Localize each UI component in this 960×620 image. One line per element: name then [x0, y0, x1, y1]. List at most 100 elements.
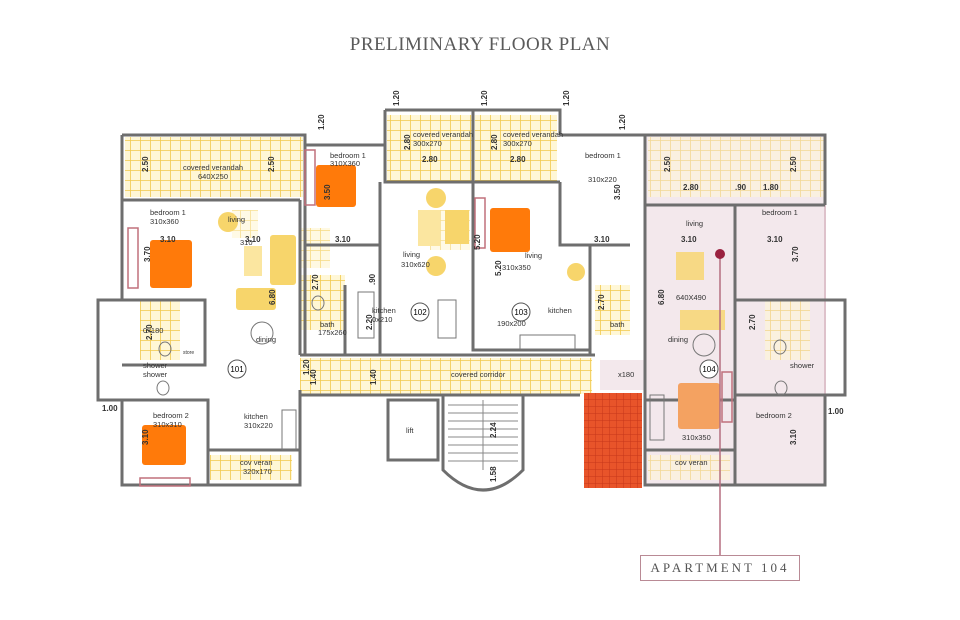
room-label: covered verandah: [413, 130, 473, 139]
dimension: 3.10: [160, 235, 176, 244]
room-size: 640X250: [198, 172, 228, 181]
apartment-callout[interactable]: APARTMENT 104: [640, 555, 800, 581]
dimension: 6.80: [657, 289, 666, 305]
room-size: 0x210: [372, 315, 392, 324]
dimension: 3.10: [681, 235, 697, 244]
dimension: 3.50: [613, 184, 622, 200]
room-size: 300x270: [413, 139, 442, 148]
room-size: 310x350: [682, 433, 711, 442]
cov-veran-101-area: [210, 455, 292, 480]
room-label: bedroom 2: [153, 411, 189, 420]
verandah-102: [387, 115, 473, 181]
room-size: 640X490: [676, 293, 706, 302]
dimension: 1.20: [562, 90, 571, 106]
room-size: 310x220: [244, 421, 273, 430]
bed-icon: [142, 425, 186, 465]
room-label: bedroom 1: [150, 208, 186, 217]
marker-dot[interactable]: [715, 249, 725, 259]
room-label: living: [228, 215, 245, 224]
dimension: 3.50: [323, 184, 332, 200]
apartment-numbers: 101 102 103 104: [227, 302, 719, 379]
dimension: 2.80: [683, 183, 699, 192]
bed-icon: [316, 165, 356, 207]
dimension: 6.80: [268, 289, 277, 305]
dimension: 5.20: [473, 234, 482, 250]
dimension: 2.70: [311, 274, 320, 290]
room-size: 310x350: [502, 263, 531, 272]
room-size: x180: [618, 370, 634, 379]
dimension: .90: [735, 183, 747, 192]
dimension: 2.70: [597, 294, 606, 310]
room-label: shower: [143, 361, 168, 370]
dimension: 3.10: [789, 429, 798, 445]
dimension: 2.20: [365, 314, 374, 330]
dimension: 1.20: [618, 114, 627, 130]
paved-area: [584, 393, 642, 488]
dimension: 1.20: [302, 359, 311, 375]
room-label: bath: [610, 320, 625, 329]
bed-icon: [150, 240, 192, 288]
dimension: 2.80: [403, 134, 412, 150]
room-label: bedroom 2: [756, 411, 792, 420]
apartment-number: 101: [230, 365, 244, 374]
dimension: 1.80: [763, 183, 779, 192]
room-label: shower: [143, 370, 168, 379]
shower-101-tiles: [140, 300, 180, 360]
apartment-number: 104: [702, 365, 716, 374]
room-label: bath: [320, 320, 335, 329]
dimension: 3.70: [143, 246, 152, 262]
room-label: kitchen: [372, 306, 396, 315]
dimension: 5.20: [494, 260, 503, 276]
room-label: cov veran: [675, 458, 708, 467]
dimension: 2.80: [422, 155, 438, 164]
bed-icon: [678, 383, 720, 429]
room-size: 175x260: [318, 328, 347, 337]
room-label: bedroom 1: [330, 151, 366, 160]
room-size: 0x180: [143, 326, 163, 335]
room-size: 310x620: [401, 260, 430, 269]
bath-102-tiles: [300, 275, 345, 330]
dimension: 3.10: [594, 235, 610, 244]
dimension: 2.50: [663, 156, 672, 172]
dimension: 2.24: [489, 422, 498, 438]
walls: [96, 108, 847, 492]
room-label: living: [525, 251, 542, 260]
shower-104-tiles: [765, 300, 810, 360]
dimension-labels: 1.20 1.20 1.20 1.20 1.20 2.50 2.50 2.80 …: [102, 90, 844, 482]
dimension: 2.50: [789, 156, 798, 172]
verandah-101: [125, 137, 303, 197]
room-size: 190x200: [497, 319, 526, 328]
verandah-103: [475, 115, 557, 181]
room-label: living: [686, 219, 703, 228]
room-label: covered verandah: [183, 163, 243, 172]
dimension: 1.00: [102, 404, 118, 413]
room-label: covered verandah: [503, 130, 563, 139]
room-size: 310X360: [330, 159, 360, 168]
dimension: 3.10: [335, 235, 351, 244]
room-size: 310x310: [153, 420, 182, 429]
furniture: [218, 188, 725, 330]
bath-103-tiles: [595, 285, 630, 335]
room-label: cov veran: [240, 458, 273, 467]
fixtures: [156, 291, 788, 451]
dimension: 3.10: [141, 429, 150, 445]
apartment-number: 102: [413, 308, 427, 317]
room-label: bedroom 1: [585, 151, 621, 160]
room-label: kitchen: [548, 306, 572, 315]
room-label: store: [183, 350, 194, 356]
room-label: lift: [406, 426, 414, 435]
dimension: 1.20: [317, 114, 326, 130]
room-size: 300x270: [503, 139, 532, 148]
room-label: living: [403, 250, 420, 259]
dimension: 2.80: [490, 134, 499, 150]
room-size: 310x360: [150, 217, 179, 226]
dimension: .90: [368, 273, 377, 285]
room-size: 310: [240, 238, 253, 247]
tiled-areas: [125, 115, 824, 480]
dimension: 1.20: [392, 90, 401, 106]
dimension: 2.70: [145, 324, 154, 340]
verandah-104: [648, 137, 824, 197]
dimension: 2.70: [748, 314, 757, 330]
dimension: 2.50: [267, 156, 276, 172]
dimension: 1.58: [489, 466, 498, 482]
